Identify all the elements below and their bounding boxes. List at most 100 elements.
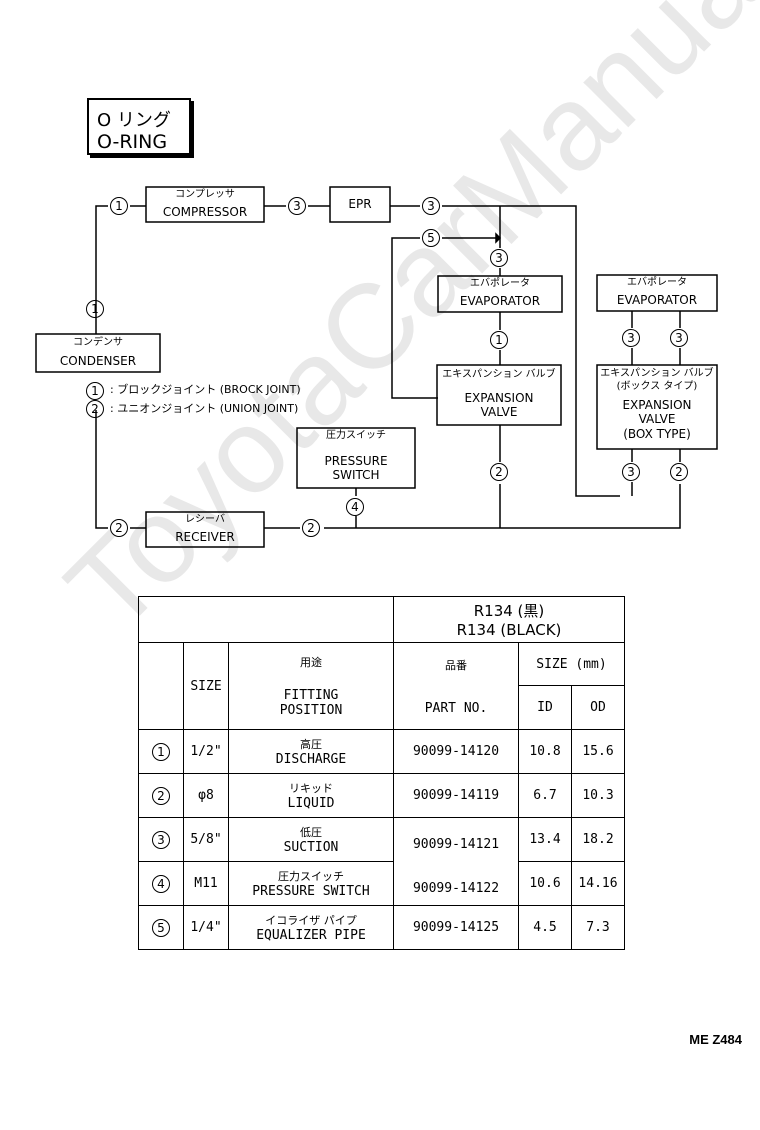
marker-3: 3 — [622, 463, 640, 481]
row-id: 10.6 — [518, 861, 572, 906]
row-id: 13.4 — [518, 817, 572, 862]
document-id: ME Z484 — [689, 1032, 742, 1047]
evaporator1-label: EVAPORATOR — [459, 294, 541, 308]
row-pos-en: LIQUID — [287, 796, 335, 811]
size-header: SIZE — [183, 642, 229, 730]
id-header: ID — [518, 685, 572, 730]
fitting-position-header: 用途 FITTING POSITION — [228, 642, 394, 730]
row-pos-en: DISCHARGE — [275, 752, 347, 767]
marker-2: 2 — [110, 519, 128, 537]
marker-2: 2 — [302, 519, 320, 537]
row-part: 90099-14122 — [412, 881, 500, 896]
part-no-header: 品番 PART NO. — [393, 642, 519, 730]
part-en: PART NO. — [424, 700, 488, 716]
row-num: 1 — [152, 742, 170, 761]
condenser-box — [35, 333, 161, 373]
row-num: 2 — [152, 786, 170, 805]
pressure-switch-label-1: PRESSURE — [324, 454, 388, 468]
expansion-box-label-jp1: エキスパンション バルブ — [600, 368, 714, 379]
row-pos-jp: イコライザ パイプ — [265, 914, 357, 927]
condenser-label-jp: コンデンサ — [73, 337, 123, 348]
fitting-en1: FITTING — [283, 688, 339, 703]
row-od: 14.16 — [571, 861, 625, 906]
expansion-valve-label-jp: エキスパンション バルブ — [442, 369, 556, 380]
row-pos-jp: 高圧 — [300, 738, 322, 751]
expansion-box-label-jp2: (ボックス タイプ) — [616, 381, 698, 392]
marker-1: 1 — [110, 197, 128, 215]
title-jp: O リング — [97, 110, 171, 131]
fitting-en2: POSITION — [279, 703, 343, 718]
table-corner — [138, 596, 394, 643]
marker-3: 3 — [422, 197, 440, 215]
compressor-label: COMPRESSOR — [162, 205, 248, 219]
size-mm-header: SIZE (mm) — [518, 642, 625, 686]
marker-1: 1 — [490, 331, 508, 349]
legend-brock-joint: : ブロックジョイント (BROCK JOINT) — [110, 383, 301, 396]
marker-2: 2 — [86, 400, 104, 418]
row-od: 7.3 — [571, 905, 625, 950]
o-ring-title-box: O リング O-RING — [87, 98, 191, 155]
row-pos-en: SUCTION — [283, 840, 339, 855]
marker-3: 3 — [670, 329, 688, 347]
row-num: 4 — [152, 874, 170, 893]
marker-3: 3 — [490, 249, 508, 267]
row-id: 6.7 — [518, 773, 572, 818]
compressor-label-jp: コンプレッサ — [175, 189, 235, 200]
row-size: 1/4" — [183, 905, 229, 950]
receiver-label: RECEIVER — [175, 530, 235, 544]
marker-3: 3 — [288, 197, 306, 215]
expansion-box-label-1: EXPANSION — [622, 398, 692, 412]
expansion-valve-box-type — [596, 364, 718, 450]
row-size: M11 — [183, 861, 229, 906]
evaporator2-label: EVAPORATOR — [616, 293, 698, 307]
row-id: 10.8 — [518, 729, 572, 774]
pressure-switch-label-jp: 圧力スイッチ — [326, 430, 386, 441]
expansion-valve-label-2: VALVE — [480, 405, 518, 419]
expansion-valve-label-1: EXPANSION — [464, 391, 534, 405]
row-part: 90099-14120 — [393, 729, 519, 774]
marker-1: 1 — [86, 300, 104, 318]
marker-4: 4 — [346, 498, 364, 516]
row-size: 1/2" — [183, 729, 229, 774]
row-part: 90099-14121 — [412, 837, 500, 852]
receiver-label-jp: レシーバ — [185, 514, 225, 525]
fitting-jp: 用途 — [300, 656, 322, 669]
marker-1: 1 — [86, 382, 104, 400]
epr-label: EPR — [348, 197, 372, 211]
row-part: 90099-14125 — [393, 905, 519, 950]
evaporator2-box — [596, 274, 718, 312]
part-jp: 品番 — [445, 658, 467, 672]
header-r134-en: R134 (BLACK) — [456, 621, 562, 639]
compressor-box — [145, 186, 265, 223]
row-pos-en: PRESSURE SWITCH — [252, 884, 370, 899]
legend-union-joint: : ユニオンジョイント (UNION JOINT) — [110, 402, 299, 415]
row-id: 4.5 — [518, 905, 572, 950]
evaporator1-label-jp: エバポレータ — [470, 278, 530, 289]
table-header-refrigerant: R134 (黒) R134 (BLACK) — [393, 596, 625, 643]
row-pos-jp: 圧力スイッチ — [278, 870, 344, 883]
expansion-box-label-2: VALVE — [638, 412, 676, 426]
row-pos-jp: 低圧 — [300, 826, 322, 839]
od-header: OD — [571, 685, 625, 730]
row-num: 3 — [152, 830, 170, 849]
receiver-box — [145, 511, 265, 548]
o-ring-spec-table: R134 (黒) R134 (BLACK) SIZE 用途 FITTING PO… — [138, 596, 625, 950]
row-part: 90099-14119 — [393, 773, 519, 818]
evaporator2-label-jp: エバポレータ — [627, 277, 687, 288]
row-od: 18.2 — [571, 817, 625, 862]
pressure-switch-label-2: SWITCH — [332, 468, 380, 482]
row-pos-jp: リキッド — [289, 782, 333, 795]
row-size: 5/8" — [183, 817, 229, 862]
row-pos-en: EQUALIZER PIPE — [256, 928, 366, 943]
row-size: φ8 — [183, 773, 229, 818]
marker-2: 2 — [490, 463, 508, 481]
header-r134-jp: R134 (黒) — [473, 602, 545, 620]
row-num: 5 — [152, 918, 170, 937]
row-od: 10.3 — [571, 773, 625, 818]
num-header — [138, 642, 184, 730]
